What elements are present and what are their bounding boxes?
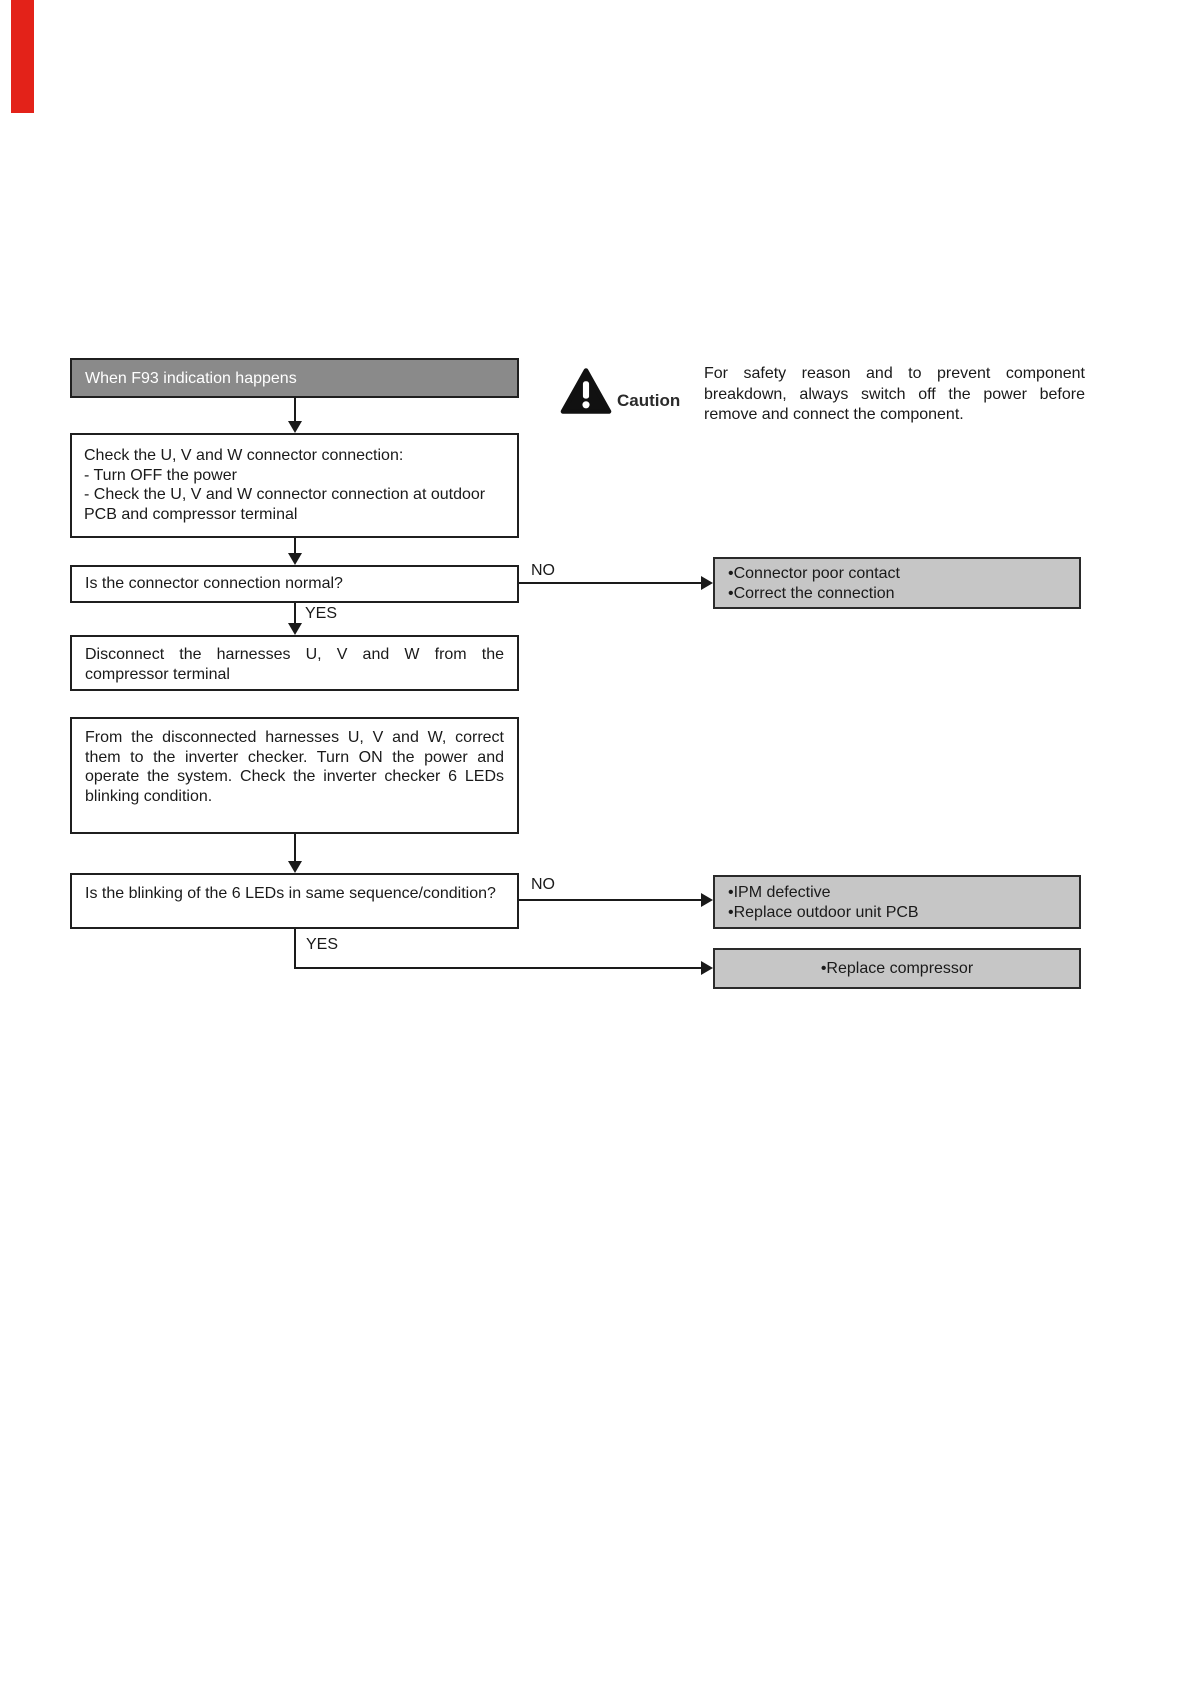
yes2-label: YES [306,936,339,953]
step-check-connector-box: Check the U, V and W connector connectio… [70,433,519,538]
red-edge-mark [11,0,34,113]
step-disconnect-box: Disconnect the harnesses U, V and W from… [70,635,519,691]
flowchart-title-bar: When F93 indication happens [70,358,519,398]
no1-branch-line [519,582,703,584]
yes1-branch-head [288,623,302,635]
step-check-line1: Check the U, V and W connector connectio… [84,447,404,464]
step-inverter-checker-text: From the disconnected harnesses U, V and… [85,729,504,805]
decision-connector-normal-box: Is the connector connection normal? [70,565,519,603]
result-replace-compressor-box: •Replace compressor [713,948,1081,989]
yes2-branch-head [701,961,713,975]
caution-text: For safety reason and to prevent compone… [704,365,1085,424]
flowchart-title: When F93 indication happens [85,370,297,387]
yes2-branch-vline [294,929,296,969]
no2-branch-line [519,899,703,901]
result-poor-contact-box: •Connector poor contact •Correct the con… [713,557,1081,609]
result-replace-compressor-text: •Replace compressor [820,960,974,977]
step-inverter-checker-box: From the disconnected harnesses U, V and… [70,717,519,834]
yes1-branch-line [294,603,296,625]
step-disconnect-text: Disconnect the harnesses U, V and W from… [85,646,504,683]
caution-warning-icon [560,368,612,414]
arrow-inverter-to-decision2-line [294,834,296,863]
no1-label: NO [531,562,555,579]
no1-branch-head [701,576,713,590]
result-ipm-line1: •IPM defective [728,884,831,901]
arrow-check-to-decision1-line [294,538,296,555]
yes2-branch-hline [294,967,703,969]
arrow-title-to-check-line [294,397,296,423]
no2-label: NO [531,876,555,893]
decision-leds-sequence-text: Is the blinking of the 6 LEDs in same se… [85,885,496,902]
decision-connector-normal-text: Is the connector connection normal? [85,575,343,592]
warning-triangle-icon [560,368,612,414]
result-poor-contact-line1: •Connector poor contact [728,565,900,582]
yes1-label: YES [305,605,338,622]
arrow-title-to-check-head [288,421,302,433]
arrow-check-to-decision1-head [288,553,302,565]
arrow-inverter-to-decision2-head [288,861,302,873]
result-poor-contact-line2: •Correct the connection [728,584,895,602]
decision-leds-sequence-box: Is the blinking of the 6 LEDs in same se… [70,873,519,929]
step-check-line2: - Turn OFF the power [84,466,237,484]
step-check-line3: - Check the U, V and W connector connect… [84,486,486,523]
result-ipm-defective-box: •IPM defective •Replace outdoor unit PCB [713,875,1081,929]
result-ipm-line2: •Replace outdoor unit PCB [728,903,919,921]
no2-branch-head [701,893,713,907]
caution-label: Caution [617,391,681,410]
